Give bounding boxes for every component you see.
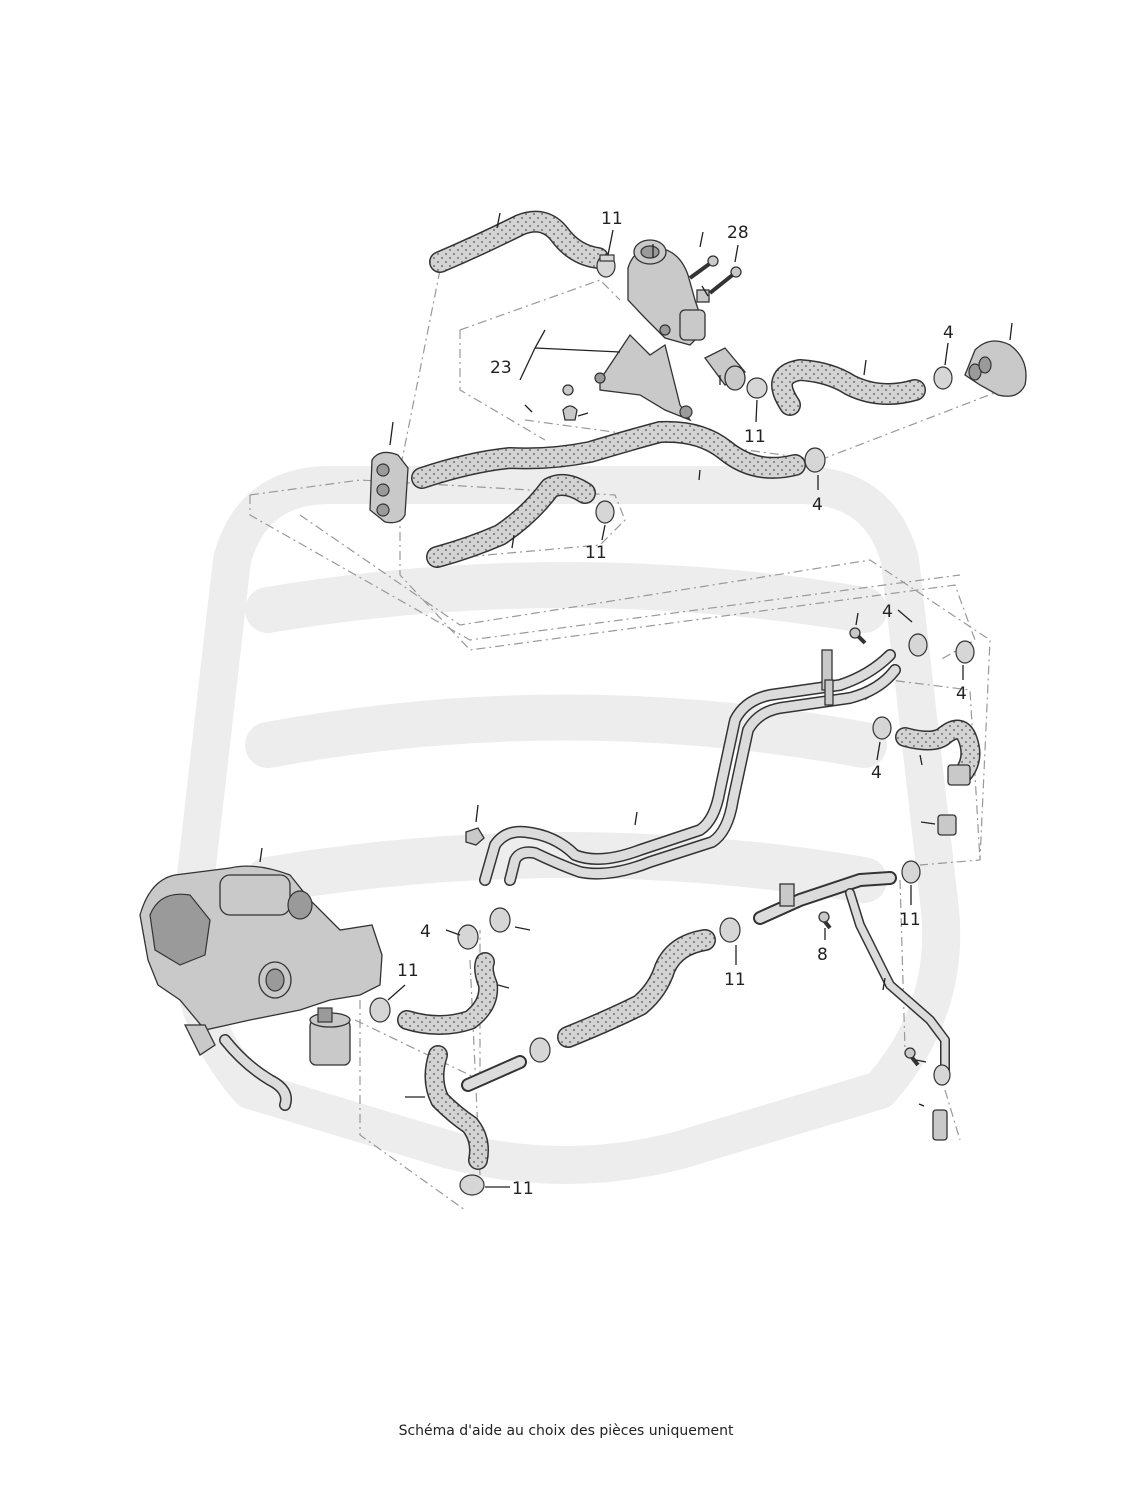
callout-4-left: 4 bbox=[420, 922, 431, 942]
coolant-hose-right-bend[interactable] bbox=[895, 719, 981, 785]
firewall-grommet-left[interactable] bbox=[369, 451, 409, 524]
coolant-hose-left-lower[interactable] bbox=[426, 473, 596, 568]
bolt-valve[interactable] bbox=[688, 255, 719, 280]
hose-clamp-11-center[interactable] bbox=[719, 917, 741, 943]
coolant-valve[interactable] bbox=[627, 239, 706, 346]
bolt-bracket[interactable] bbox=[562, 384, 574, 396]
bolt-28[interactable] bbox=[708, 266, 742, 295]
callout-11-engine: 11 bbox=[397, 961, 419, 981]
callout-23: 23 bbox=[490, 358, 512, 378]
hose-connector-center[interactable] bbox=[461, 1055, 527, 1092]
callout-4-right-side: 4 bbox=[956, 684, 967, 704]
clamp-right-lower[interactable] bbox=[933, 1064, 951, 1086]
hose-clamp-11-engine[interactable] bbox=[369, 997, 391, 1023]
hose-clamp-4-right-top[interactable] bbox=[908, 633, 928, 657]
coolant-hose-top[interactable] bbox=[429, 210, 609, 273]
hose-clamp-11-top[interactable] bbox=[596, 254, 616, 278]
watermark-logo bbox=[171, 466, 961, 1184]
hose-clamp-4-right-side[interactable] bbox=[955, 640, 975, 664]
callout-11-left: 11 bbox=[585, 543, 607, 563]
callout-11-center: 11 bbox=[724, 970, 746, 990]
callout-4-mid: 4 bbox=[812, 495, 823, 515]
coolant-pipe-t-piece[interactable] bbox=[753, 871, 950, 1075]
callout-28: 28 bbox=[727, 223, 749, 243]
callout-11-top: 11 bbox=[601, 209, 623, 229]
callout-11-bottom: 11 bbox=[512, 1179, 534, 1199]
hose-connector-right[interactable] bbox=[937, 764, 971, 836]
leader-lines bbox=[259, 212, 1013, 1188]
hose-connector-short[interactable] bbox=[704, 347, 746, 391]
coolant-pipe-pair[interactable] bbox=[479, 649, 901, 886]
nut-valve[interactable] bbox=[696, 289, 710, 303]
hose-clamp-11-mid[interactable] bbox=[746, 377, 768, 399]
coolant-hose-right-upper[interactable] bbox=[771, 359, 926, 416]
callout-4-right-top: 4 bbox=[882, 602, 893, 622]
hose-clamp-4-mid[interactable] bbox=[804, 447, 826, 473]
callout-11-mid: 11 bbox=[744, 427, 766, 447]
nut-pipe[interactable] bbox=[465, 827, 485, 846]
coolant-hose-left-bottom[interactable] bbox=[424, 1045, 489, 1170]
hose-clamp-4-top[interactable] bbox=[933, 366, 953, 390]
diagram-caption: Schéma d'aide au choix des pièces unique… bbox=[398, 1423, 734, 1439]
hose-clamp-4-right-low[interactable] bbox=[872, 716, 892, 740]
valve-bracket[interactable] bbox=[594, 333, 693, 422]
callout-11-right: 11 bbox=[899, 910, 921, 930]
hose-clamp-11-bottom[interactable] bbox=[459, 1174, 485, 1196]
coolant-hose-middle-long[interactable] bbox=[411, 420, 806, 489]
egr-cooler-unit[interactable] bbox=[139, 865, 383, 1056]
callout-8: 8 bbox=[817, 945, 828, 965]
callout-labels: 11 28 23 4 11 4 11 4 4 4 4 11 11 8 11 11 bbox=[397, 209, 967, 1199]
hose-clamp-11-right[interactable] bbox=[901, 860, 921, 884]
hose-clamp-pair-left[interactable] bbox=[489, 907, 511, 933]
hose-clamp-center-low[interactable] bbox=[529, 1037, 551, 1063]
egr-actuator[interactable] bbox=[309, 1007, 351, 1066]
firewall-grommet-right[interactable] bbox=[964, 340, 1027, 397]
coolant-hose-left-s[interactable] bbox=[397, 952, 499, 1035]
screw-8[interactable] bbox=[818, 911, 832, 930]
callout-4-topright: 4 bbox=[943, 323, 954, 343]
hose-clamp-4-left[interactable] bbox=[457, 924, 479, 950]
callout-4-right-low: 4 bbox=[871, 763, 882, 783]
clip-nut[interactable] bbox=[562, 405, 578, 421]
screw-right-lower[interactable] bbox=[904, 1047, 920, 1067]
hose-clamp-11-left[interactable] bbox=[595, 500, 615, 524]
egr-pipe-outlet[interactable] bbox=[219, 1034, 292, 1111]
coolant-hose-center-long[interactable] bbox=[557, 929, 716, 1048]
screw-pipe-bracket[interactable] bbox=[849, 627, 867, 645]
hose-connector-right-lower[interactable] bbox=[932, 1109, 948, 1141]
